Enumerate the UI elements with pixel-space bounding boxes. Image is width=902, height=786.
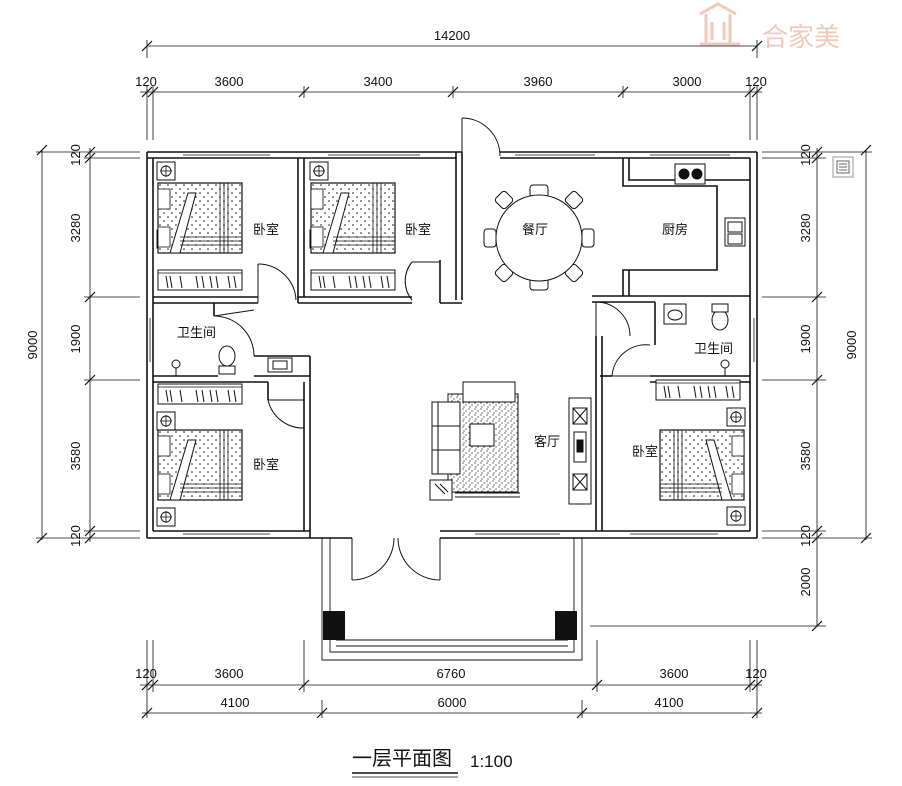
- bedroom-e-furniture: [655, 379, 746, 526]
- drawing-title: 一层平面图 1:100: [352, 746, 513, 778]
- windows: [146, 151, 758, 539]
- brand-name: 合家美: [762, 23, 840, 53]
- dim-top-1: 3600: [215, 74, 244, 89]
- bedroom-sw-furniture: [156, 383, 243, 527]
- dim-bottom-0: 120: [135, 666, 157, 681]
- dim-bottom-4: 120: [745, 666, 767, 681]
- dimension-top: 14200 120 3600 3400 3960 3000 120: [135, 28, 767, 140]
- scale-text: 1:100: [470, 752, 513, 771]
- room-dining: 餐厅: [522, 222, 548, 238]
- dim-bottom-2: 6760: [437, 666, 466, 681]
- sofa-set: [429, 381, 520, 501]
- tv-cabinet: [568, 397, 592, 505]
- dining-table: [483, 184, 595, 291]
- dim-bottom2-1: 6000: [438, 695, 467, 710]
- dim-top-4: 3000: [673, 74, 702, 89]
- dim-bottom2-0: 4100: [221, 695, 250, 710]
- room-bath-e: 卫生间: [694, 342, 733, 357]
- room-bath-w: 卫生间: [177, 326, 216, 341]
- dim-right-5: 2000: [798, 568, 813, 597]
- dim-right-4: 120: [798, 525, 813, 547]
- dim-left-total: 9000: [25, 331, 40, 360]
- dim-right-total: 9000: [844, 331, 859, 360]
- dim-bottom2-2: 4100: [655, 695, 684, 710]
- room-bedroom-sw: 卧室: [253, 457, 279, 473]
- dim-top-5: 120: [745, 74, 767, 89]
- dim-left-1: 3280: [68, 214, 83, 243]
- kitchen-fixtures: [674, 163, 746, 247]
- room-living: 客厅: [534, 434, 560, 450]
- dimension-bottom: 120 3600 6760 3600 120 4100 6000 4100: [135, 640, 767, 719]
- bath-w-fixtures: [171, 345, 293, 376]
- house-logo-icon: [699, 2, 740, 46]
- room-bedroom-e: 卧室: [632, 444, 658, 460]
- title-text: 一层平面图: [352, 746, 452, 770]
- bedroom-nw-furniture: [156, 161, 243, 291]
- doors: [213, 117, 651, 581]
- dim-left-4: 120: [68, 525, 83, 547]
- dimension-left: 9000 120 3280 1900 3580 120: [25, 144, 140, 547]
- dim-top-0: 120: [135, 74, 157, 89]
- room-bedroom-n: 卧室: [405, 222, 431, 238]
- dim-right-2: 1900: [798, 325, 813, 354]
- dim-left-3: 3580: [68, 442, 83, 471]
- dimension-right: 120 3280 1900 3580 120 2000 9000: [590, 144, 872, 632]
- porch-column-right: [555, 611, 577, 640]
- brand-logo: 合家美: [699, 2, 840, 53]
- dim-top-2: 3400: [364, 74, 393, 89]
- room-kitchen: 厨房: [662, 222, 688, 238]
- dim-left-0: 120: [68, 144, 83, 166]
- dim-top-3: 3960: [524, 74, 553, 89]
- dim-right-0: 120: [798, 144, 813, 166]
- dim-bottom-3: 3600: [660, 666, 689, 681]
- porch-column-left: [323, 611, 345, 640]
- dim-bottom-1: 3600: [215, 666, 244, 681]
- dim-right-3: 3580: [798, 442, 813, 471]
- room-bedroom-nw: 卧室: [253, 222, 279, 238]
- dim-left-2: 1900: [68, 325, 83, 354]
- room-labels: 卧室 卧室 餐厅 厨房 卫生间 卫生间 客厅 卧室 卧室: [177, 222, 733, 473]
- dim-right-1: 3280: [798, 214, 813, 243]
- bedroom-n-furniture: [309, 161, 396, 291]
- bath-e-fixtures: [663, 303, 730, 376]
- dim-top-total: 14200: [434, 28, 470, 43]
